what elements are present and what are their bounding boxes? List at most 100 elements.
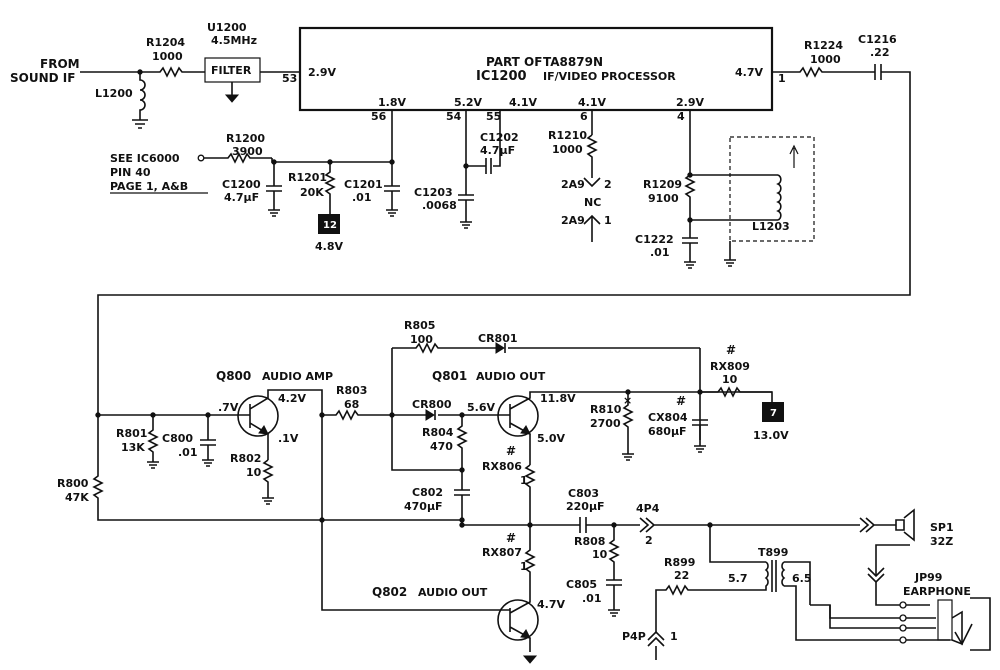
ic-pin4-num: 4 — [677, 110, 685, 123]
r804-val: 470 — [430, 440, 453, 453]
pin55-wire — [493, 110, 501, 167]
r1210-ref: R1210 — [548, 129, 587, 142]
cr801-ref: CR801 — [478, 332, 518, 345]
4p4-pin: 2 — [645, 534, 653, 547]
q800-ref: Q800 — [216, 369, 251, 383]
resistor-r808: R808 10 — [574, 525, 620, 580]
ic-name: IC1200 — [476, 69, 527, 84]
resistor-r801: R801 13K — [116, 415, 159, 469]
test-point-7: 7 13.0V — [753, 402, 789, 442]
r810-cross-mark: × — [623, 394, 632, 407]
rx809-val: 10 — [722, 373, 738, 386]
rx809-safety-mark: # — [726, 343, 736, 357]
ic-pin53-num: 53 — [282, 72, 297, 85]
capacitor-c803: C803 220µF — [566, 487, 640, 533]
r1209-val: 9100 — [648, 192, 679, 205]
capacitor-c1216: C1216 .22 — [97, 33, 911, 415]
ic-pin54-num: 54 — [446, 110, 462, 123]
speaker-sp1: SP1 32Z — [859, 508, 954, 584]
q802-base-wire — [321, 415, 500, 611]
resistor-r1210: R1210 1000 — [548, 129, 598, 178]
q802-vc: 4.7V — [537, 598, 565, 611]
resistor-r1209: R1209 9100 — [643, 174, 696, 220]
c1222-val: .01 — [650, 246, 670, 259]
c805-ref: C805 — [566, 578, 597, 591]
rx807-safety-mark: # — [506, 531, 516, 545]
q801-vb: 5.6V — [467, 401, 495, 414]
diode-cr801: CR801 — [478, 332, 700, 354]
ic-pin53-volt: 2.9V — [308, 66, 336, 79]
ic-part: TA8879N — [543, 55, 603, 69]
q800-vb: .7V — [218, 401, 239, 414]
ic-function: IF/VIDEO PROCESSOR — [543, 70, 676, 83]
c802-val: 470µF — [404, 500, 443, 513]
c803-val: 220µF — [566, 500, 605, 513]
filter-u1200: FILTER U1200 4.5MHz — [204, 21, 261, 103]
r1204-ref: R1204 — [146, 36, 185, 49]
ic-line1: PART OF — [486, 55, 542, 69]
diode-cr800: CR800 — [392, 398, 500, 421]
r804-ref: R804 — [422, 426, 454, 439]
nc-connector: 2A9 2 NC 2A9 1 — [561, 177, 612, 242]
r805-val: 100 — [410, 333, 433, 346]
sp1-ref: SP1 — [930, 521, 954, 534]
resistor-r1204: R1204 1000 — [140, 36, 205, 78]
ic-pin6-volt: 4.1V — [578, 96, 606, 109]
q801-feedback-wire — [391, 348, 462, 471]
l1200-ref: L1200 — [95, 87, 133, 100]
c1203-val: .0068 — [422, 199, 457, 212]
cx804-safety-mark: # — [676, 394, 686, 408]
ic-pin56-num: 56 — [371, 110, 387, 123]
capacitor-c1222: C1222 .01 — [635, 220, 698, 269]
q802-function: AUDIO OUT — [418, 586, 488, 599]
resistor-rx806: RX806 1 # — [482, 444, 536, 525]
r899-ref: R899 — [664, 556, 695, 569]
r801-ref: R801 — [116, 427, 147, 440]
see-line1: SEE IC6000 — [110, 152, 180, 165]
ic-pin55-volt: 4.1V — [509, 96, 537, 109]
capacitor-c805: C805 .01 — [566, 578, 622, 617]
resistor-r800: R800 47K — [57, 415, 462, 521]
tp12-num: 12 — [323, 220, 337, 231]
r1210-val: 1000 — [552, 143, 583, 156]
c1203-ref: C1203 — [414, 186, 453, 199]
c1216-ref: C1216 — [858, 33, 897, 46]
ic-pin1-volt: 4.7V — [735, 66, 763, 79]
tp12-volt: 4.8V — [315, 240, 343, 253]
r800-val: 47K — [65, 491, 89, 504]
q800-ve: .1V — [278, 432, 299, 445]
resistor-r1200: R1200 3900 — [204, 132, 272, 164]
tp7-num: 7 — [770, 408, 777, 419]
q800-function: AUDIO AMP — [262, 370, 333, 383]
p4p-pin: 1 — [670, 630, 678, 643]
r1201-val: 20K — [300, 186, 324, 199]
coil-l1203: L1203 — [690, 136, 815, 267]
t899-pri: 5.7 — [728, 572, 748, 585]
r1201-ref: R1201 — [288, 171, 327, 184]
c800-ref: C800 — [162, 432, 193, 445]
t899-sec: 6.5 — [792, 572, 812, 585]
junction — [463, 163, 469, 169]
jp99-desc: EARPHONE — [903, 585, 971, 598]
cx804-ref: CX804 — [648, 411, 688, 424]
junction — [319, 517, 325, 523]
nc-conn2: 2A9 — [561, 214, 585, 227]
capacitor-c1200: C1200 4.7µF — [222, 162, 282, 217]
r810-val: 2700 — [590, 417, 621, 430]
c1202-val: 4.7µF — [480, 144, 515, 157]
rx807-val: 1 — [520, 560, 528, 573]
c1222-ref: C1222 — [635, 233, 674, 246]
rx807-ref: RX807 — [482, 546, 522, 559]
capacitor-c1203: C1203 .0068 — [414, 186, 474, 229]
r1200-val: 3900 — [232, 145, 263, 158]
c1200-ref: C1200 — [222, 178, 261, 191]
4p4-ref: 4P4 — [636, 502, 660, 515]
c803-ref: C803 — [568, 487, 599, 500]
connector-4p4: 4P4 2 — [636, 502, 860, 547]
q801-function: AUDIO OUT — [476, 370, 546, 383]
input-line1: FROM — [40, 57, 80, 71]
r810-ref: R810 — [590, 403, 622, 416]
q801-vc: 11.8V — [540, 392, 576, 405]
filter-label: FILTER — [211, 64, 252, 77]
